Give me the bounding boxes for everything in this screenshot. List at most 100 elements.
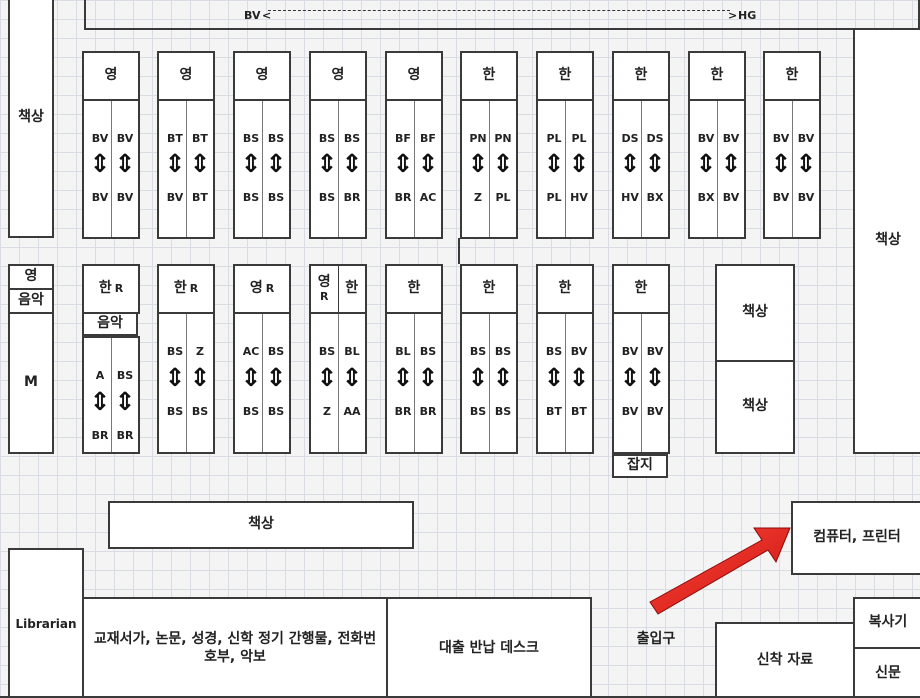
- shelf-range-end: BS: [166, 404, 184, 418]
- desk-lower: 책상: [108, 501, 414, 549]
- shelf-range-start: PN: [494, 131, 512, 145]
- shelf-head: 한: [536, 51, 594, 101]
- shelf-divider: [565, 101, 566, 237]
- left-music-label: 음악: [18, 292, 44, 309]
- shelf-range-end: BV: [91, 190, 109, 204]
- range-arrow-icon: ⇕: [316, 149, 338, 179]
- shelf-range-end: BS: [267, 190, 285, 204]
- shelf-range-end: BT: [192, 190, 208, 204]
- range-arrow-icon: ⇕: [114, 149, 136, 179]
- range-arrow-icon: ⇕: [795, 149, 817, 179]
- shelf-head-text: 영: [249, 280, 263, 297]
- shelf-range-end: BR: [116, 428, 134, 442]
- shelf-head: 한: [385, 264, 443, 314]
- shelf-head-right: 한: [339, 266, 366, 312]
- shelf-divider: [792, 101, 793, 237]
- desk-lower-label: 책상: [248, 516, 274, 533]
- shelf-divider: [338, 314, 339, 452]
- shelf-divider: [489, 314, 490, 452]
- shelf-divider: [414, 314, 415, 452]
- shelf-head-text: 한: [173, 280, 187, 297]
- range-arrow-icon: ⇕: [341, 149, 363, 179]
- shelf-head-text: 영: [317, 274, 331, 291]
- range-arrow-icon: ⇕: [644, 149, 666, 179]
- shelf-range-start: DS: [621, 131, 639, 145]
- shelf-range-start: BS: [116, 369, 134, 383]
- range-arrow-icon: ⇕: [341, 363, 363, 393]
- shelf-range-start: BL: [344, 345, 360, 359]
- shelf-head: 영: [82, 51, 140, 101]
- shelf-divider: [565, 314, 566, 452]
- circulation-desk: 대출 반납 데스크: [386, 597, 592, 698]
- range-arrow-icon: ⇕: [392, 363, 414, 393]
- shelf-divider: [111, 101, 112, 237]
- shelf-head: 영: [233, 51, 291, 101]
- range-arrow-icon: ⇕: [467, 149, 489, 179]
- shelf-range-end: HV: [621, 190, 639, 204]
- shelf-head-suffix: R: [114, 282, 124, 296]
- shelf-divider: [641, 314, 642, 452]
- shelf-head: 한: [460, 51, 518, 101]
- left-music-box: 음악: [8, 288, 54, 314]
- shelf-head: 한: [688, 51, 746, 101]
- range-arrow-icon: ⇕: [568, 363, 590, 393]
- shelf-head-text: 한: [710, 67, 724, 84]
- shelf-head-text: 한: [482, 67, 496, 84]
- bottom-wall: [0, 696, 920, 698]
- reserve-shelf: 교재서가, 논문, 성경, 신학 정기 간행물, 전화번호부, 악보: [82, 597, 388, 698]
- shelf-head: 한: [536, 264, 594, 314]
- range-arrow-icon: ⇕: [492, 363, 514, 393]
- shelf-range-end: BV: [116, 190, 134, 204]
- new-arrivals-shelf: 신착 자료: [715, 622, 855, 698]
- music-shelf-label-box: 음악: [82, 312, 138, 336]
- shelf-range-end: BS: [191, 404, 209, 418]
- shelf-range-start: PN: [469, 131, 487, 145]
- shelf-range-end: Z: [323, 404, 331, 418]
- shelf-range-start: BS: [343, 131, 361, 145]
- shelf-head-text: 영: [331, 67, 345, 84]
- entrance[interactable]: 출입구: [606, 628, 706, 648]
- range-arrow-icon: ⇕: [619, 363, 641, 393]
- range-arrow-icon: ⇕: [720, 149, 742, 179]
- shelf-range-start: BV: [646, 345, 664, 359]
- shelf-head: 한: [460, 264, 518, 314]
- shelf-range-end: BV: [646, 404, 664, 418]
- shelf-range-end: BS: [318, 190, 336, 204]
- aisle-divider: [458, 238, 460, 264]
- shelf-range-end: PL: [495, 190, 511, 204]
- range-arrow-icon: ⇕: [189, 363, 211, 393]
- shelf-head-text: 한: [558, 67, 572, 84]
- shelf-range-end: BS: [242, 404, 260, 418]
- newspaper-area: 신문: [853, 647, 920, 698]
- shelf-range-start: BV: [621, 345, 639, 359]
- shelf-head: 영: [309, 51, 367, 101]
- shelf-head-text-2: 한: [345, 280, 359, 297]
- new-arrivals-label: 신착 자료: [756, 652, 814, 669]
- range-arrow-icon: ⇕: [619, 149, 641, 179]
- shelf-range-end: BR: [419, 404, 437, 418]
- range-arrow-icon: ⇕: [644, 363, 666, 393]
- computer-printer-area: 컴퓨터, 프린터: [791, 501, 920, 575]
- shelf-range-start: BS: [318, 131, 336, 145]
- shelf-range-end: BV: [621, 404, 639, 418]
- shelf-divider: [414, 101, 415, 237]
- range-arrow-icon: ⇕: [467, 363, 489, 393]
- axis-arrow-left-icon: <: [262, 9, 272, 22]
- shelf-range-start: BT: [192, 131, 208, 145]
- copier-area: 복사기: [853, 597, 920, 649]
- circulation-desk-label: 대출 반납 데스크: [439, 639, 539, 656]
- shelf-range-end: BT: [571, 404, 587, 418]
- shelf-range-start: BS: [419, 345, 437, 359]
- shelf-head-text: 한: [634, 280, 648, 297]
